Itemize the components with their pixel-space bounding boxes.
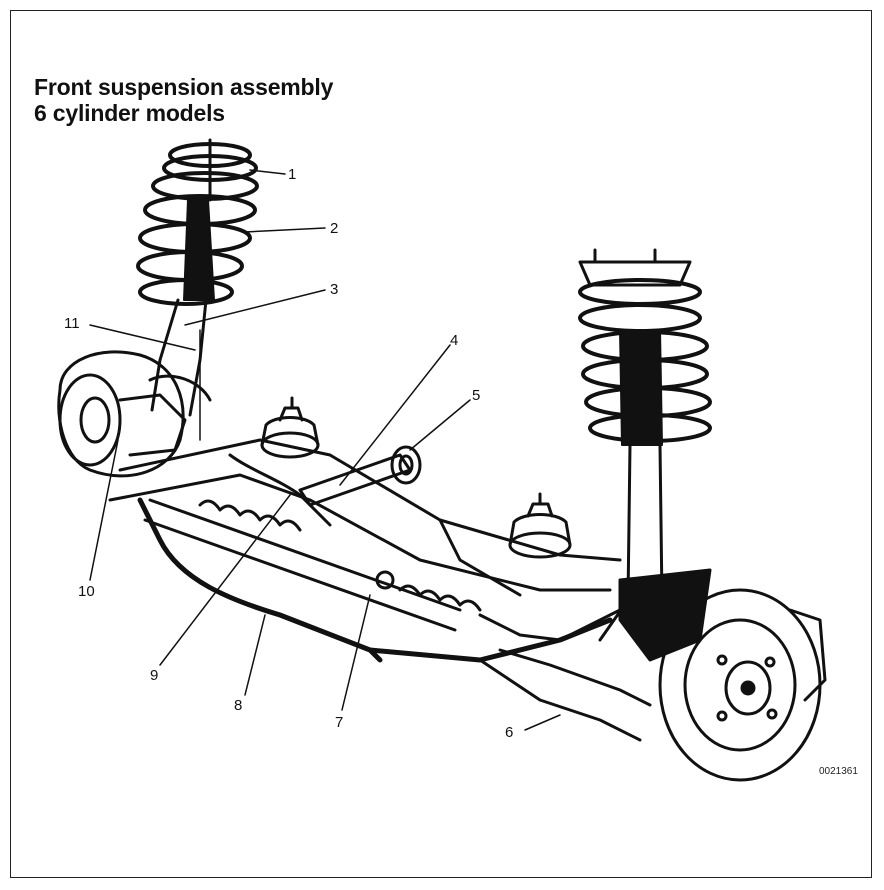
figure-title: Front suspension assembly 6 cylinder mod…: [34, 74, 333, 126]
callout-10: 10: [78, 583, 95, 600]
callout-7: 7: [335, 714, 343, 731]
crossmember: [108, 438, 622, 597]
right-control-arm: [478, 608, 652, 742]
right-brake-disc: [618, 568, 827, 782]
callout-8: 8: [234, 697, 242, 714]
callout-3: 3: [330, 281, 338, 298]
callout-4: 4: [450, 332, 458, 349]
stabilizer-bar: [137, 497, 613, 663]
callout-9: 9: [150, 667, 158, 684]
callout-5: 5: [472, 387, 480, 404]
figure-frame: [10, 10, 872, 878]
left-hub: [57, 350, 212, 478]
callout-6: 6: [505, 724, 513, 741]
callout-11: 11: [64, 315, 80, 332]
engine-mount-right: [508, 492, 572, 559]
callout-labels: 1 2 3 4 5 6 7 8 9 10 11: [64, 166, 513, 741]
title-line-1: Front suspension assembly: [34, 74, 334, 100]
steering-rack: [143, 498, 562, 642]
callout-2: 2: [330, 220, 338, 237]
title-line-2: 6 cylinder models: [34, 100, 225, 126]
left-damper-boot: [150, 138, 215, 417]
thrust-arm: [298, 445, 422, 507]
callout-1: 1: [288, 166, 296, 183]
drawing-code: 0021361: [819, 766, 858, 777]
engine-mount-left: [260, 396, 320, 459]
leader-lines: [89, 169, 561, 731]
